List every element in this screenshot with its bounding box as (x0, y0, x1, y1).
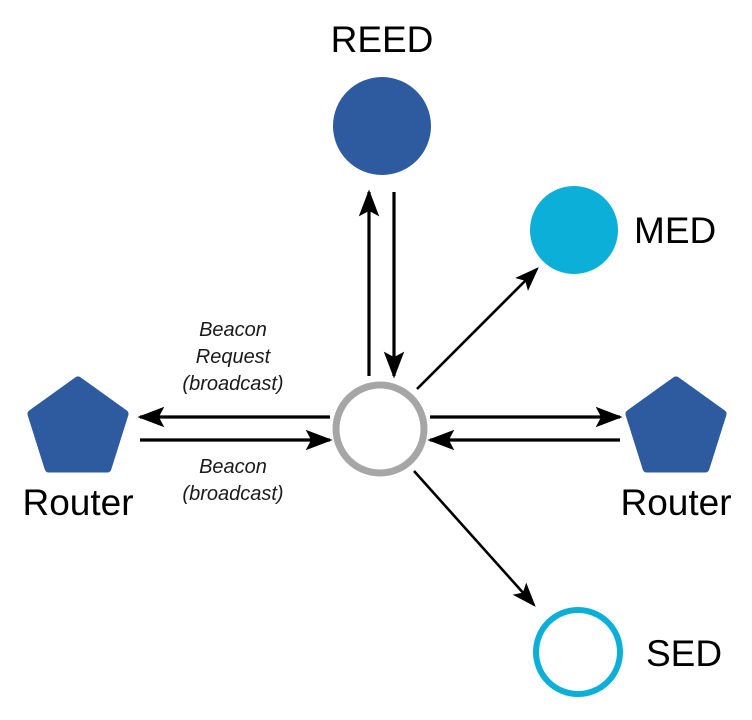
edge-leader-to-sed (413, 470, 536, 607)
node-label-sed: SED (646, 633, 722, 674)
beacon-line-1: Beacon (199, 456, 267, 478)
node-label-med: MED (634, 210, 716, 251)
node-leader[interactable] (332, 381, 428, 477)
node-reed[interactable] (333, 77, 431, 175)
edge-leader-to-med (416, 267, 539, 390)
beacon-request-line-3: (broadcast) (182, 373, 283, 395)
edge-labels-layer: Beacon Request (broadcast) Beacon (broad… (182, 319, 283, 505)
edge-label-beacon: Beacon (broadcast) (182, 456, 283, 505)
beacon-request-line-1: Beacon (199, 319, 267, 341)
edge-label-beacon-request: Beacon Request (broadcast) (182, 319, 283, 395)
node-sed[interactable] (533, 607, 623, 697)
beacon-line-2: (broadcast) (182, 483, 283, 505)
node-label-router-right: Router (620, 482, 731, 523)
node-label-router-left: Router (22, 482, 133, 523)
edges-layer (137, 189, 623, 607)
node-label-reed: REED (331, 19, 434, 60)
nodes-layer: REED MED SED Router Router (22, 19, 732, 697)
node-router-right[interactable] (625, 376, 727, 473)
node-med[interactable] (530, 186, 618, 274)
node-router-left[interactable] (27, 376, 129, 473)
beacon-request-line-2: Request (196, 346, 272, 368)
